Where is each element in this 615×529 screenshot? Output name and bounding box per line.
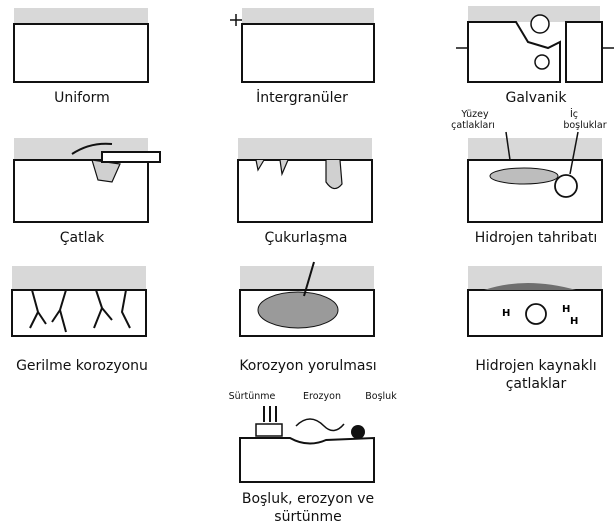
corrosion-fatigue-diagram xyxy=(238,262,378,340)
cavity-bubble xyxy=(351,425,365,439)
internal-void xyxy=(555,175,577,197)
galvanic-diagram xyxy=(456,2,614,88)
void-cluster xyxy=(490,168,558,184)
hydrogen-atom-2: H xyxy=(562,304,570,315)
caption-intergranular: İntergranüler xyxy=(232,89,372,107)
caption-crack: Çatlak xyxy=(12,229,152,247)
metal-block xyxy=(14,24,148,82)
hydrogen-atom-3: H xyxy=(570,316,578,327)
electron-symbol xyxy=(535,55,549,69)
eroded-surface xyxy=(240,438,374,482)
caption-fatigue: Korozyon yorulması xyxy=(218,357,398,375)
uniform-diagram xyxy=(12,4,152,86)
caption-galvanic: Galvanik xyxy=(466,89,606,107)
ion-symbol xyxy=(531,15,549,33)
corrosive-medium xyxy=(238,138,372,160)
pit-3 xyxy=(326,160,342,189)
hydrogen-damage-diagram xyxy=(466,130,608,226)
caption-pitting: Çukurlaşma xyxy=(236,229,376,247)
hydrogen-blister xyxy=(526,304,546,324)
metal-block xyxy=(14,160,148,222)
caption-hydrogen-damage: Hidrojen tahribatı xyxy=(466,229,606,247)
metal-block xyxy=(12,290,146,336)
label-cavity: Boşluk xyxy=(356,391,406,402)
corrosive-medium xyxy=(14,8,148,24)
metal-block xyxy=(242,24,374,82)
cavitation-diagram xyxy=(238,402,378,488)
corrosive-medium xyxy=(12,266,146,290)
intergranular-diagram xyxy=(228,4,378,86)
caption-cavitation-1: Boşluk, erozyon ve xyxy=(218,490,398,508)
pitting-diagram xyxy=(236,130,376,226)
label-erosion: Erozyon xyxy=(296,391,348,402)
caption-uniform: Uniform xyxy=(12,89,152,107)
caption-stress: Gerilme korozyonu xyxy=(0,357,164,375)
label-internal-voids-1: İç xyxy=(564,109,584,120)
corrosive-medium xyxy=(468,138,602,160)
label-friction: Sürtünme xyxy=(222,391,282,402)
caption-cavitation-2: sürtünme xyxy=(218,508,398,526)
erosion-flow xyxy=(296,419,344,431)
hydrogen-atom-1: H xyxy=(502,308,510,319)
friction-arrows xyxy=(264,406,276,422)
label-surface-cracks-1: Yüzey xyxy=(450,109,500,120)
hydrogen-cracks-diagram: H H H xyxy=(466,262,606,340)
grain-boundary-attack xyxy=(230,14,242,26)
friction-block xyxy=(256,424,282,436)
cathode-block xyxy=(566,22,602,82)
stress-corrosion-diagram xyxy=(10,262,150,340)
caption-hydrogen-cracks-2: çatlaklar xyxy=(466,375,606,393)
caption-hydrogen-cracks-1: Hidrojen kaynaklı xyxy=(466,357,606,375)
overlapping-plate xyxy=(102,152,160,162)
fatigue-zone xyxy=(258,292,338,328)
corrosive-medium xyxy=(242,8,374,24)
crack-diagram xyxy=(12,130,162,226)
